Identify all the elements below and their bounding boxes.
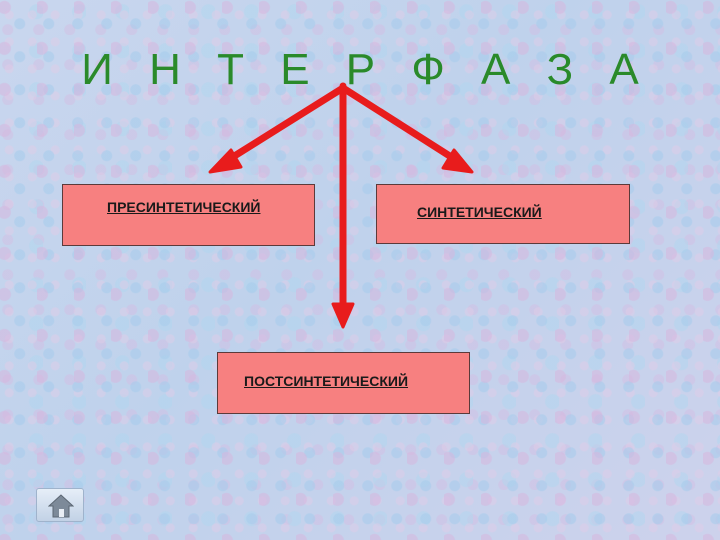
postsynthetic-box: ПОСТСИНТЕТИЧЕСКИЙ xyxy=(217,352,470,414)
home-icon xyxy=(48,494,74,518)
home-button[interactable] xyxy=(36,488,84,522)
postsynthetic-label[interactable]: ПОСТСИНТЕТИЧЕСКИЙ xyxy=(244,373,409,389)
arrow-to-presynthetic xyxy=(208,84,347,174)
synthetic-label[interactable]: СИНТЕТИЧЕСКИЙ xyxy=(417,204,542,220)
arrow-to-postsynthetic xyxy=(331,82,355,329)
slide-title: И Н Т Е Р Ф А З А xyxy=(81,45,651,94)
presynthetic-box: ПРЕСИНТЕТИЧЕСКИЙ xyxy=(62,184,315,246)
presynthetic-label[interactable]: ПРЕСИНТЕТИЧЕСКИЙ xyxy=(107,199,261,215)
synthetic-box: СИНТЕТИЧЕСКИЙ xyxy=(376,184,630,244)
arrow-to-synthetic xyxy=(339,84,474,174)
